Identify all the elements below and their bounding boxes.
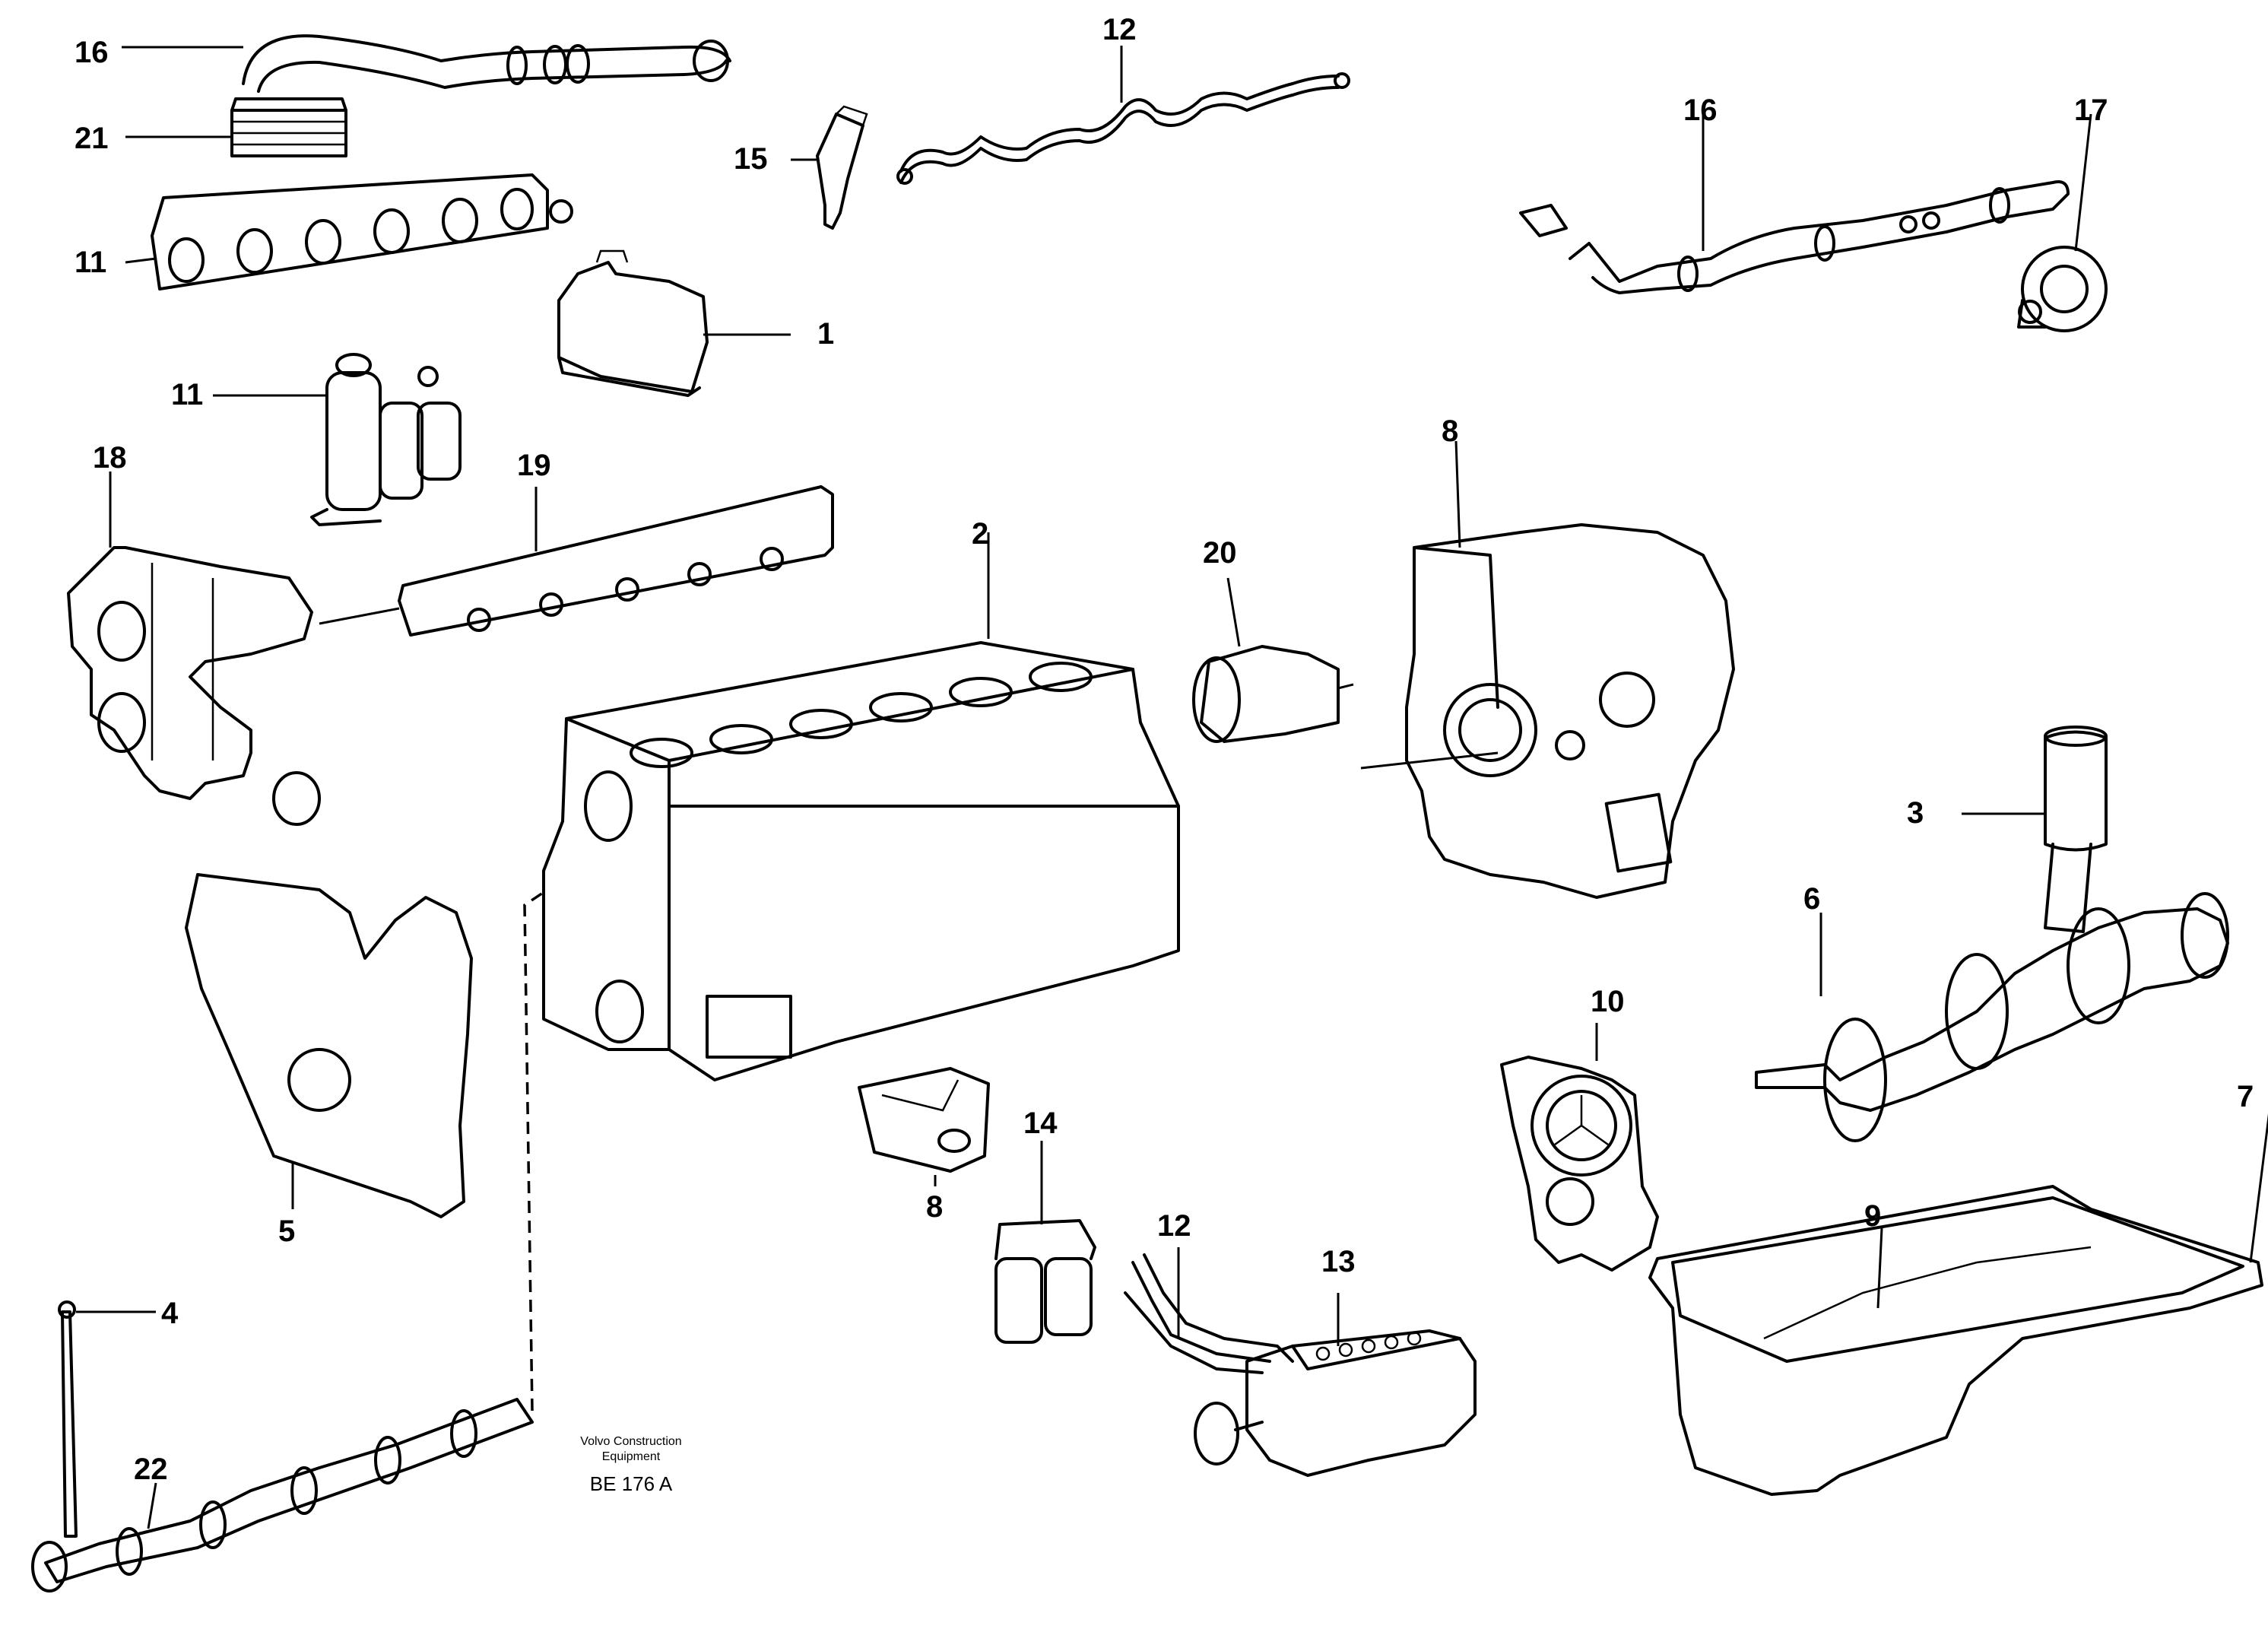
callout-16-exhaust-manifold: 16 <box>1683 94 1718 127</box>
leader-11a <box>125 257 157 264</box>
part-11-intake-manifold <box>151 173 573 291</box>
drawing-footer: Volvo Construction Equipment BE 176 A <box>580 1435 681 1495</box>
callout-3: 3 <box>1907 796 1924 830</box>
publisher-name-line2: Equipment <box>602 1450 661 1463</box>
part-14-fuel-filter <box>994 1141 1096 1344</box>
part-13-injection-pump <box>1194 1293 1477 1477</box>
part-6-crankshaft <box>1755 892 2229 1142</box>
part-5-timing-cover <box>185 873 473 1218</box>
part-10-oil-pump <box>1500 1023 1659 1272</box>
part-15-injector <box>791 105 868 230</box>
callout-8-cover-plate: 8 <box>926 1190 943 1224</box>
part-1-housing <box>557 249 791 397</box>
callout-13: 13 <box>1321 1245 1356 1278</box>
callout-6: 6 <box>1803 882 1820 916</box>
callout-labels: 16 21 11 12 15 16 17 1 11 18 19 2 20 8 3… <box>75 13 2254 1486</box>
part-16-exhaust-manifold <box>1519 180 2070 294</box>
part-18-thermostat-housing <box>67 546 321 826</box>
part-12-fuel-lines <box>1124 1247 1294 1374</box>
callout-11-filters: 11 <box>171 378 203 411</box>
part-21-bellows <box>230 97 347 157</box>
callout-20: 20 <box>1203 536 1237 570</box>
callout-19: 19 <box>517 449 551 482</box>
publisher-name-line1: Volvo Construction <box>580 1435 681 1448</box>
part-22-camshaft <box>31 1398 534 1592</box>
leader-17 <box>2074 113 2092 252</box>
part-17-turbocharger <box>2017 246 2108 332</box>
callout-16-intake-pipe: 16 <box>75 36 109 69</box>
callout-15: 15 <box>734 142 768 176</box>
callout-22: 22 <box>134 1453 168 1486</box>
part-3-cylinder-liner <box>1962 726 2108 933</box>
callout-9: 9 <box>1864 1199 1881 1233</box>
part-12-fuel-pipes <box>896 72 1350 185</box>
callout-17: 17 <box>2074 94 2108 127</box>
callout-8-flywheel-housing: 8 <box>1442 414 1458 448</box>
part-8-flywheel-housing <box>1360 440 1735 899</box>
callout-11-intake-manifold: 11 <box>75 246 106 279</box>
part-2-cylinder-block <box>542 532 1180 1081</box>
callout-1: 1 <box>817 317 834 351</box>
callout-7: 7 <box>2237 1080 2254 1113</box>
callout-4: 4 <box>161 1297 179 1330</box>
part-19-fuel-rail <box>319 485 834 637</box>
callout-14: 14 <box>1023 1107 1058 1140</box>
callout-12-fuel-lines: 12 <box>1157 1209 1191 1243</box>
callout-21: 21 <box>75 122 109 155</box>
part-4-pushrod <box>58 1300 156 1538</box>
callout-2: 2 <box>972 517 988 551</box>
callout-12-fuel-pipes: 12 <box>1102 13 1137 46</box>
part-16-intake-pipe <box>242 34 731 93</box>
callout-10: 10 <box>1591 985 1625 1018</box>
part-8-cover-plate <box>858 1067 990 1186</box>
assembly-path-dashed-line <box>523 888 548 1411</box>
part-20-starter-motor <box>1192 577 1354 743</box>
callout-5: 5 <box>278 1215 295 1248</box>
part-7-oil-pan <box>1648 1113 2268 1496</box>
callout-18: 18 <box>93 441 127 475</box>
drawing-code: BE 176 A <box>590 1472 673 1495</box>
part-11-filters <box>213 353 462 526</box>
